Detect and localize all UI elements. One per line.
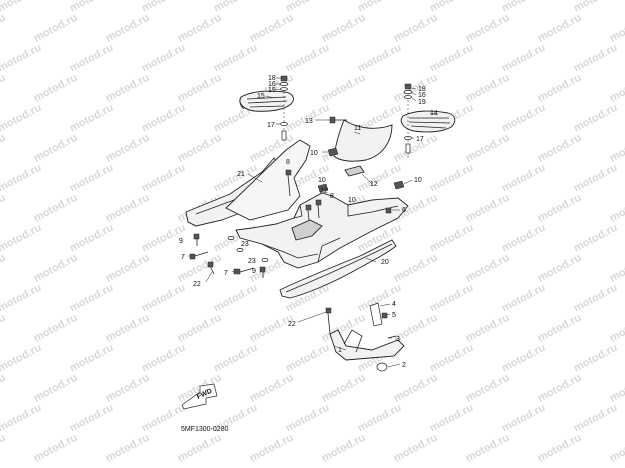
callout-3: 3 — [396, 336, 400, 343]
callout-23-a: 23 — [241, 241, 249, 248]
callout-18-right: 18 — [418, 86, 426, 93]
right-footrest-part — [400, 110, 456, 133]
callout-15: 15 — [257, 93, 265, 100]
callout-22-a: 22 — [320, 188, 328, 195]
fwd-arrow-icon: FWD — [181, 383, 218, 410]
callout-20: 20 — [381, 259, 389, 266]
right-lower-panel-part — [279, 239, 397, 299]
diagram-code: 5MF1300-0280 — [181, 426, 229, 433]
callout-9-left: 9 — [179, 238, 183, 245]
callout-19-right: 19 — [418, 99, 426, 106]
center-bolt-8-parts — [285, 169, 392, 221]
callout-17-right: 17 — [416, 136, 424, 143]
callout-22-c: 22 — [288, 321, 296, 328]
grommet-12-part — [344, 165, 365, 177]
side-stand-part — [325, 302, 405, 372]
callout-8-b: 8 — [330, 193, 334, 200]
left-side-cover-part — [185, 139, 311, 227]
callout-23-b: 23 — [248, 258, 256, 265]
callout-22-b: 22 — [193, 281, 201, 288]
callout-16-right: 16 — [418, 92, 426, 99]
callout-4: 4 — [392, 301, 396, 308]
callout-7-left: 7 — [181, 254, 185, 261]
left-bolt-stack — [279, 75, 289, 141]
callout-labels: 18 16 19 15 17 18 16 19 14 17 13 11 10 1… — [179, 75, 438, 369]
callout-12: 12 — [370, 181, 378, 188]
left-footrest-part — [239, 90, 294, 112]
callout-17-left: 17 — [267, 122, 275, 129]
callout-19-left: 19 — [268, 87, 276, 94]
callout-6: 6 — [402, 207, 406, 214]
callout-16-left: 16 — [268, 81, 276, 88]
left-fastener-parts — [189, 233, 269, 278]
callout-10-a: 10 — [310, 150, 318, 157]
callout-13: 13 — [305, 118, 313, 125]
callout-2: 2 — [402, 362, 406, 369]
callout-8-a: 8 — [286, 159, 290, 166]
center-cover-part — [333, 119, 393, 162]
main-footboard-part — [235, 192, 409, 269]
callout-7-mid: 7 — [224, 270, 228, 277]
callout-1: 1 — [338, 347, 342, 354]
callout-9-mid: 9 — [252, 268, 256, 275]
leader-lines — [188, 77, 439, 368]
callout-10-d: 10 — [348, 197, 356, 204]
right-bolt-stack — [403, 83, 413, 160]
callout-10-c: 10 — [318, 177, 326, 184]
callout-10-b: 10 — [414, 177, 422, 184]
callout-18-left: 18 — [268, 75, 276, 82]
callout-11: 11 — [354, 125, 361, 132]
callout-21: 21 — [237, 171, 245, 178]
callout-5: 5 — [392, 312, 396, 319]
callout-14: 14 — [430, 110, 438, 117]
